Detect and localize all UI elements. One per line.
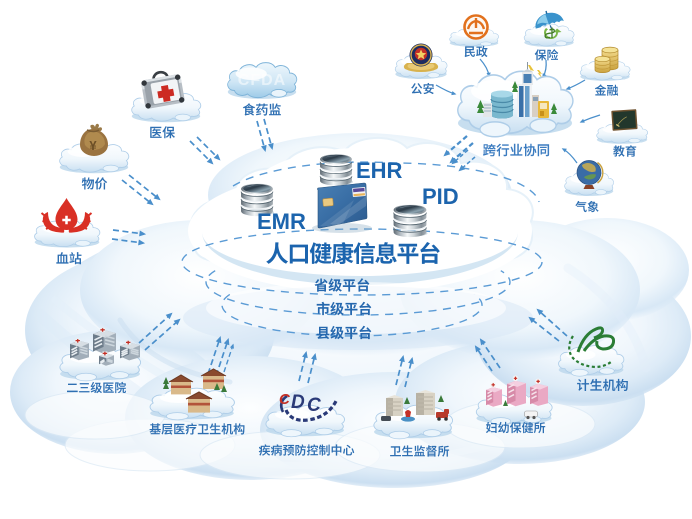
svg-text:D: D bbox=[291, 392, 305, 413]
svg-text:C: C bbox=[279, 391, 291, 408]
svg-text:CFDA: CFDA bbox=[238, 72, 286, 89]
svg-text:C: C bbox=[307, 395, 321, 416]
svg-text:PID: PID bbox=[422, 184, 459, 209]
svg-text:EMR: EMR bbox=[257, 209, 306, 234]
svg-text:EHR: EHR bbox=[356, 158, 403, 183]
svg-text:¥: ¥ bbox=[89, 138, 97, 153]
